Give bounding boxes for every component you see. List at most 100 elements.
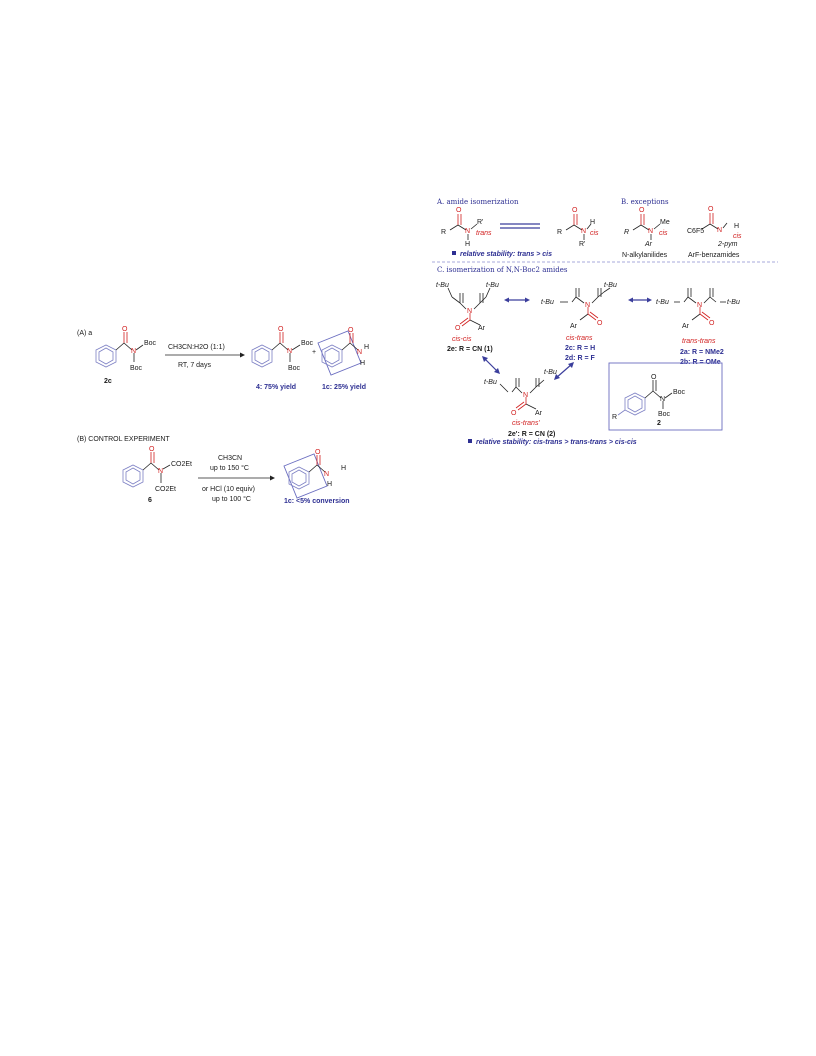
ar-group: Ar (570, 323, 578, 330)
n-atom: N (131, 348, 136, 355)
n-atom: N (523, 392, 528, 399)
n-alkylanilides-label: N-alkylanilides (622, 252, 668, 259)
reagent-b-2: up to 150 °C (210, 464, 249, 472)
compound-2e-prime-label: 2e': R = CN (2) (508, 431, 555, 438)
bullet-icon (468, 439, 472, 443)
cis-trans-prime-label: cis-trans' (512, 420, 540, 427)
product-1c-structure (317, 330, 362, 376)
cis-trans-prime-structure (499, 378, 545, 411)
general-structure-2 (617, 380, 673, 416)
arrow-head-icon (568, 362, 574, 368)
tbu-group: t-Bu (486, 282, 499, 289)
o-atom: O (639, 207, 645, 214)
trans-trans-label: trans-trans (682, 338, 716, 345)
tbu-group: t-Bu (541, 299, 554, 306)
reagent-a-1: CH3CN:H2O (1:1) (168, 344, 225, 351)
reagent-a-2: RT, 7 days (178, 362, 211, 369)
compound-2c-structure (95, 332, 144, 368)
trans-label: trans (476, 230, 492, 237)
boc-label: Boc (288, 365, 301, 372)
arrow-head-icon (525, 297, 530, 303)
tbu-group: t-Bu (727, 299, 740, 306)
n-atom: N (581, 228, 586, 235)
r-group: R (441, 229, 446, 236)
h-atom: H (364, 344, 369, 351)
r-prime-group: R' (477, 219, 483, 226)
ar-group: Ar (478, 325, 486, 332)
product-1c-conversion: 1c: <5% conversion (284, 498, 350, 505)
cis-cis-label: cis-cis (452, 336, 472, 343)
n-atom: N (697, 302, 702, 309)
product-4-structure (251, 332, 301, 368)
highlight-box (317, 330, 362, 376)
stability-a-text: relative stability: trans > cis (460, 251, 552, 258)
r-group: R (612, 414, 617, 421)
arrow-head-icon (270, 475, 275, 481)
section-b-title: B. exceptions (621, 198, 669, 206)
h-atom: H (341, 465, 346, 472)
boc-label: Boc (301, 340, 314, 347)
arrow-head-icon (554, 374, 560, 380)
compound-label-2c: 2c (104, 378, 112, 385)
cis-trans-label: cis-trans (566, 335, 593, 342)
tbu-group: t-Bu (484, 379, 497, 386)
compound-2e-label: 2e: R = CN (1) (447, 346, 493, 353)
tbu-group: t-Bu (604, 282, 617, 289)
o-atom: O (511, 410, 517, 417)
o-atom: O (708, 206, 714, 213)
arf-benzamides-label: ArF-benzamides (688, 252, 740, 259)
h-atom: H (327, 481, 332, 488)
o-atom: O (456, 207, 462, 214)
bullet-icon (452, 251, 456, 255)
ar-group: Ar (644, 241, 653, 248)
arrow-head-icon (240, 352, 245, 358)
h-atom: H (360, 360, 365, 367)
r-prime-group: R' (579, 241, 585, 248)
equilibrium-arrow (555, 363, 573, 379)
c6f5-group: C6F5 (687, 228, 704, 235)
o-atom: O (315, 449, 321, 456)
section-c-title: C. isomerization of N,N-Boc2 amides (437, 266, 568, 274)
arrow-head-icon (494, 368, 500, 374)
n-atom: N (467, 308, 472, 315)
ar-group: Ar (535, 410, 543, 417)
boc-label: Boc (658, 411, 671, 418)
o-atom: O (122, 326, 128, 333)
n-alkylanilide-structure (632, 214, 661, 240)
arrow-head-icon (504, 297, 509, 303)
methyl-group: Me (660, 219, 670, 226)
arrow-head-icon (628, 297, 633, 303)
r-group: R (624, 229, 629, 236)
n-atom: N (585, 302, 590, 309)
boc-label: Boc (673, 389, 686, 396)
reagent-b-1: CH3CN (218, 455, 242, 462)
arrow-head-icon (647, 297, 652, 303)
ester-label: CO2Et (171, 461, 192, 468)
o-atom: O (455, 325, 461, 332)
cis-trans-structure (560, 287, 611, 321)
arf-benzamide-structure (701, 213, 728, 230)
equilibrium-arrow (483, 357, 499, 373)
product-1c-structure (283, 453, 328, 499)
section-a-title: A. amide isomerization (436, 198, 519, 206)
trans-amide-structure (449, 214, 478, 240)
general-structure-box (608, 362, 723, 431)
panel-b-label: (B) CONTROL EXPERIMENT (77, 436, 170, 443)
compound-2-label: 2 (657, 420, 661, 427)
product-1c-yield: 1c: 25% yield (322, 384, 366, 391)
compound-2d-label: 2d: R = F (565, 355, 595, 362)
o-atom: O (651, 374, 657, 381)
product-4-yield: 4: 75% yield (256, 384, 296, 391)
ester-label: CO2Et (155, 486, 176, 493)
o-atom: O (597, 320, 603, 327)
tbu-group: t-Bu (656, 299, 669, 306)
compound-2a-label: 2a: R = NMe2 (680, 349, 724, 356)
h-atom: H (590, 219, 595, 226)
tbu-group: t-Bu (436, 282, 449, 289)
boc-label: Boc (144, 340, 157, 347)
cis-label: cis (659, 230, 668, 237)
cis-cis-structure (447, 287, 491, 327)
n-atom: N (287, 348, 292, 355)
compound-6-structure (122, 452, 171, 488)
